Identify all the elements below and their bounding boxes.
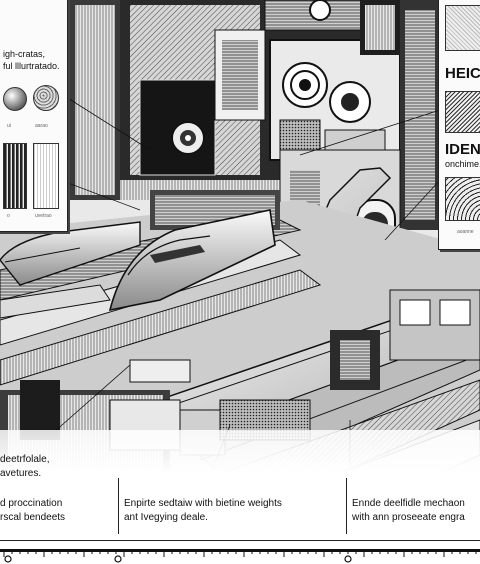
caption-divider-1 [118,478,119,534]
swatch-label-2: aarao [35,123,48,129]
swatch-label-4: uvetrao [35,213,52,219]
caption-left-top-line2: avetures. [0,468,42,479]
scale-ruler [0,540,480,564]
right-panel-small-label: aoanne [457,229,474,235]
right-panel-title-top: HEIC [445,65,480,82]
caption-middle-line2: ant Ivegying deale. [124,512,208,523]
swatch-label-1: ui [7,123,11,129]
ruler-ticks [0,549,480,563]
right-swatch-hatched [445,91,480,133]
left-panel-heading-line2: ful lllurtratado. [3,61,60,71]
swatch-label-3: o [7,213,10,219]
right-panel-subtitle: onchime... [445,159,480,169]
swatch-lines [33,143,59,209]
caption-strip [0,430,480,540]
caption-middle-line1: Enpirte sedtaiw with bietine weights [124,498,282,509]
swatch-noise [3,143,27,209]
swatch-dark-sphere [3,87,27,111]
caption-right-line2: with ann proseeate engra [352,512,465,523]
right-callout-panel: HEIC IDEN onchime... aoanne [438,0,480,250]
left-callout-panel: igh-cratas, ful lllurtratado. ui aarao o… [0,0,68,232]
caption-right-line1: Ennde deelfidle mechaon [352,498,465,509]
swatch-dotted-sphere [33,85,59,111]
caption-divider-2 [346,478,347,534]
right-swatch-top [445,5,480,51]
right-panel-title-mid: IDEN [445,141,480,158]
caption-left-top-line1: deetrfolale, [0,454,50,465]
caption-left-bottom-line1: d proccination [0,498,63,509]
left-panel-heading-line1: igh-cratas, [3,49,46,59]
right-swatch-rings [445,177,480,221]
caption-left-bottom-line2: rscal bendeets [0,512,66,523]
